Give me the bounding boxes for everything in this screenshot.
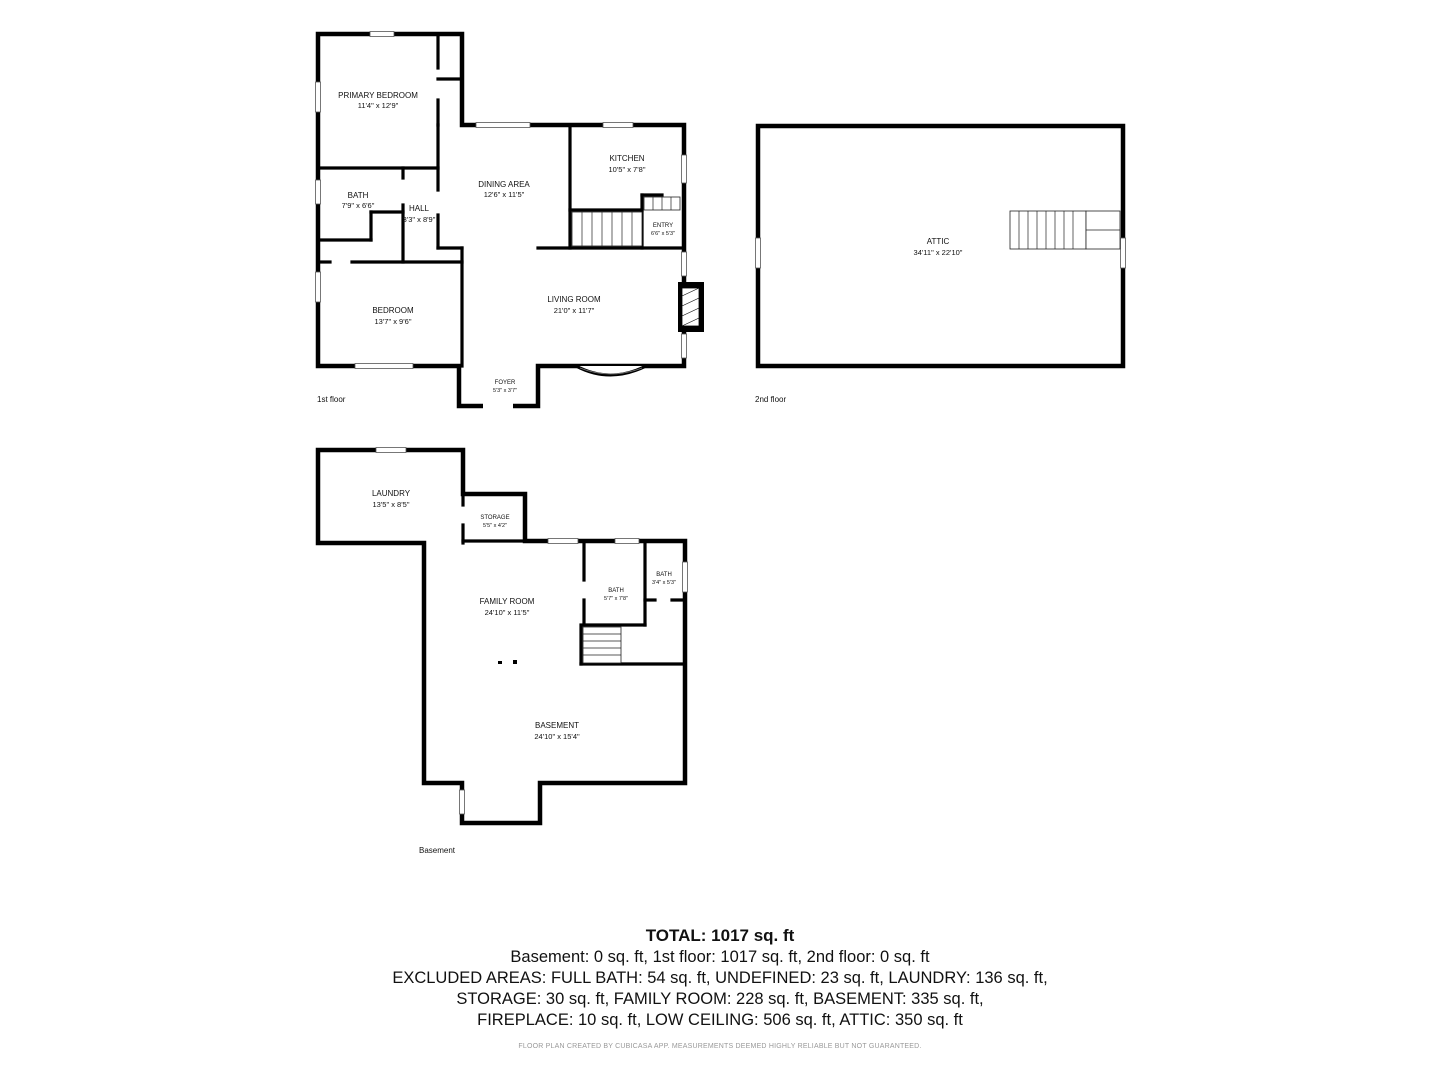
room-name-bath: BATH: [348, 191, 369, 200]
summary-line: STORAGE: 30 sq. ft, FAMILY ROOM: 228 sq.…: [456, 990, 984, 1008]
basement-interior-walls: [461, 492, 687, 666]
room-name-primary-bedroom: PRIMARY BEDROOM: [338, 91, 418, 100]
room-name-attic: ATTIC: [927, 237, 950, 246]
room-dim-dining-area: 12'6" x 11'5": [484, 190, 525, 199]
room-dim-bath-small: 3'4" x 5'3": [652, 580, 676, 586]
room-name-entry: ENTRY: [653, 223, 673, 229]
floor-label-first: 1st floor: [317, 395, 346, 404]
room-name-storage: STORAGE: [480, 515, 509, 521]
post-marker: [498, 661, 502, 664]
room-name-laundry: LAUNDRY: [372, 489, 411, 498]
first-floor-windows: [315, 31, 687, 369]
room-dim-bedroom: 13'7" x 9'6": [375, 317, 412, 326]
room-name-foyer: FOYER: [495, 380, 516, 386]
room-name-bath-small: BATH: [656, 572, 672, 578]
summary-line: FIREPLACE: 10 sq. ft, LOW CEILING: 506 s…: [477, 1011, 963, 1029]
room-dim-family-room: 24'10" x 11'5": [485, 608, 530, 617]
room-dim-laundry: 13'5" x 8'5": [373, 500, 410, 509]
room-dim-basement: 24'10" x 15'4": [534, 732, 580, 741]
floor-label-basement: Basement: [419, 846, 456, 855]
room-dim-primary-bedroom: 11'4" x 12'9": [358, 101, 399, 110]
room-dim-hall: 3'3" x 8'9": [403, 215, 436, 224]
floor-label-second: 2nd floor: [755, 395, 786, 404]
room-name-bedroom: BEDROOM: [372, 306, 414, 315]
room-name-living-room: LIVING ROOM: [547, 295, 601, 304]
area-summary: TOTAL: 1017 sq. ft Basement: 0 sq. ft, 1…: [0, 925, 1440, 1050]
room-dim-attic: 34'11" x 22'10": [914, 248, 963, 257]
basement-windows: [375, 447, 688, 815]
credit-note: FLOOR PLAN CREATED BY CUBICASA APP. MEAS…: [518, 1043, 922, 1050]
room-dim-bath: 7'9" x 6'6": [342, 201, 375, 210]
basement-plan: LAUNDRY 13'5" x 8'5" STORAGE 5'5" x 4'2"…: [315, 447, 688, 855]
second-floor-plan: ATTIC 34'11" x 22'10" 2nd floor: [755, 123, 1126, 404]
room-name-family-room: FAMILY ROOM: [480, 597, 535, 606]
room-name-basement: BASEMENT: [535, 721, 579, 730]
post-marker: [513, 660, 517, 664]
room-dim-kitchen: 10'5" x 7'8": [609, 165, 646, 174]
basement-outer-wall: [315, 447, 688, 826]
basement-stairs: [582, 626, 622, 664]
room-dim-foyer: 5'3" x 3'7": [493, 388, 517, 394]
first-floor-interior-walls: [316, 32, 686, 368]
room-name-bath-basement: BATH: [608, 588, 624, 594]
summary-line: EXCLUDED AREAS: FULL BATH: 54 sq. ft, UN…: [392, 969, 1048, 987]
room-dim-entry: 6'6" x 5'3": [651, 231, 675, 237]
room-name-hall: HALL: [409, 204, 430, 213]
first-floor-plan: PRIMARY BEDROOM 11'4" x 12'9" BATH 7'9" …: [315, 31, 704, 409]
second-floor-stairs: [1009, 210, 1121, 250]
total-area: TOTAL: 1017 sq. ft: [645, 926, 795, 945]
room-dim-living-room: 21'0" x 11'7": [554, 306, 595, 315]
room-dim-storage: 5'5" x 4'2": [483, 523, 507, 529]
room-dim-bath-basement: 5'7" x 7'8": [604, 596, 628, 602]
room-name-kitchen: KITCHEN: [609, 154, 644, 163]
first-floor-stairs: [571, 196, 681, 247]
fireplace: [678, 282, 704, 332]
room-name-dining-area: DINING AREA: [478, 180, 530, 189]
summary-line: Basement: 0 sq. ft, 1st floor: 1017 sq. …: [510, 948, 930, 966]
